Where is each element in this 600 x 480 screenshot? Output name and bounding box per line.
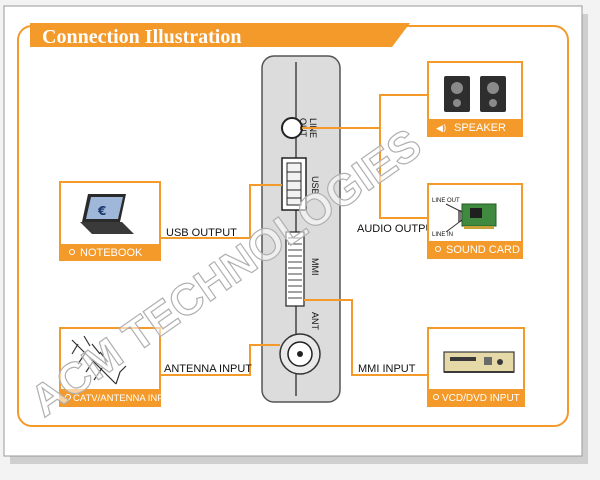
usb-port-label: USB xyxy=(310,176,320,195)
soundcard-connection-line xyxy=(379,128,428,219)
usb-port-inner xyxy=(286,162,302,206)
sound-card-box: SOUND CARD LINE OUT LINE IN xyxy=(427,183,523,259)
antenna-icon xyxy=(71,335,127,385)
dvd-player-icon xyxy=(443,351,515,373)
svg-text:€: € xyxy=(97,204,106,218)
antenna-box: CATV/ANTENNA INPUT xyxy=(59,327,176,407)
sound-card-bullet-icon xyxy=(435,246,441,252)
notebook-label: NOTEBOOK xyxy=(80,247,143,259)
speaker-label: SPEAKER xyxy=(454,122,506,134)
speaker-caption-bar xyxy=(428,119,522,136)
laptop-icon: € xyxy=(80,194,134,234)
notebook-box: NOTEBOOK € xyxy=(59,181,161,261)
antenna-label: CATV/ANTENNA INPUT xyxy=(73,393,176,404)
vcd-dvd-bullet-icon xyxy=(433,394,439,400)
speaker-connection-line xyxy=(302,94,428,129)
sound-card-line-out: LINE OUT xyxy=(432,198,460,204)
speaker-mini-icon: ◀) xyxy=(436,124,446,134)
notebook-caption-bar xyxy=(60,244,160,260)
vcd-dvd-caption-bar xyxy=(428,389,524,406)
mmi-pins xyxy=(288,237,302,299)
vcd-dvd-box: VCD/DVD INPUT xyxy=(427,327,525,407)
title-bar xyxy=(30,23,410,47)
audio-output-label: AUDIO OUTPUT xyxy=(357,223,440,235)
mmi-port-label: MMI xyxy=(310,258,320,276)
sound-card-icon xyxy=(445,203,497,233)
antenna-connection-line xyxy=(160,344,280,376)
notebook-bullet-icon xyxy=(69,249,75,255)
speaker-icon xyxy=(444,76,506,112)
antenna-bullet-icon xyxy=(65,394,71,400)
mmi-connection-line xyxy=(304,299,428,376)
page-title: Connection Illustration xyxy=(42,26,241,48)
antenna-input-label: ANTENNA INPUT xyxy=(164,363,252,375)
usb-output-label: USB OUTPUT xyxy=(166,227,237,239)
sound-card-label: SOUND CARD xyxy=(446,244,520,256)
speaker-box: ◀) SPEAKER xyxy=(427,61,523,137)
vcd-dvd-label: VCD/DVD INPUT xyxy=(442,393,520,404)
sound-card-line-in: LINE IN xyxy=(432,232,453,238)
device-panel xyxy=(261,55,341,403)
ant-port-label: ANT xyxy=(310,312,320,331)
antenna-caption-bar xyxy=(60,389,160,406)
sound-card-caption-bar xyxy=(428,241,522,258)
mmi-input-label: MMI INPUT xyxy=(358,363,416,375)
